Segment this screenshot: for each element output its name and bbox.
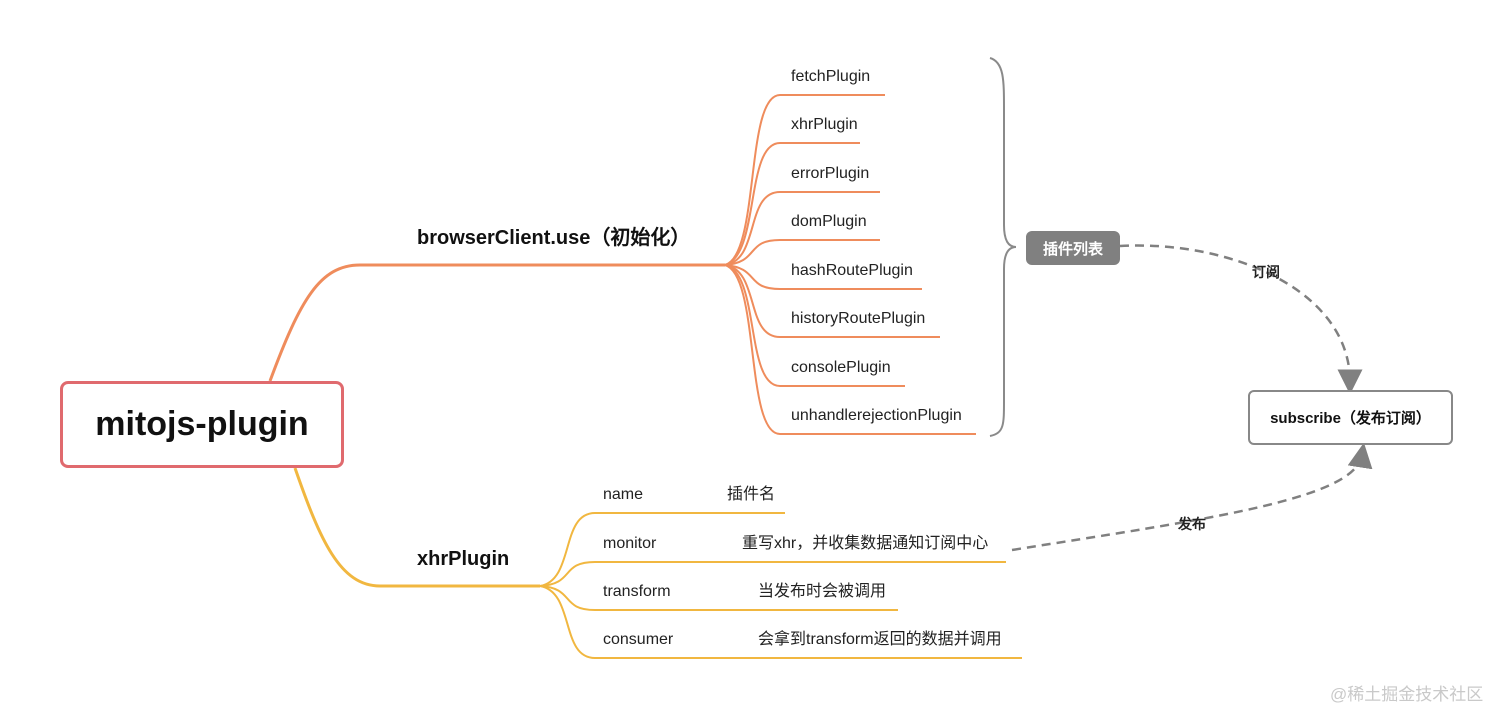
xhr-row-key[interactable]: transform [603, 583, 671, 600]
plugin-item[interactable]: hashRoutePlugin [791, 262, 913, 279]
edge-plugin-error [724, 191, 880, 266]
root-node[interactable]: mitojs-plugin [60, 381, 344, 468]
plugin-list-tag[interactable]: 插件列表 [1026, 231, 1120, 265]
plugin-item[interactable]: xhrPlugin [791, 116, 858, 133]
edge-plugin-dom [724, 239, 880, 266]
xhr-row-desc: 当发布时会被调用 [758, 583, 887, 600]
branch-init-label[interactable]: browserClient.use（初始化） [417, 227, 691, 249]
subscribe-edge-label: 订阅 [1252, 264, 1280, 280]
edges-xhr-rows [539, 512, 1022, 659]
subscribe-label: subscribe（发布订阅） [1270, 410, 1431, 427]
edge-row-monitor [539, 561, 1006, 587]
subscribe-node[interactable]: subscribe（发布订阅） [1248, 390, 1453, 445]
edge-plugin-unhandle [724, 264, 976, 435]
publish-edge-label: 发布 [1178, 516, 1206, 532]
xhr-row-desc: 会拿到transform返回的数据并调用 [758, 631, 1002, 648]
edge-root-xhr [293, 467, 540, 588]
xhr-row-desc: 插件名 [727, 486, 776, 503]
edge-plugin-console [724, 264, 905, 387]
branch-xhr-label[interactable]: xhrPlugin [417, 548, 510, 570]
edge-plugin-historyroute [724, 264, 940, 338]
edge-plugin-xhr [724, 142, 860, 266]
xhr-row-key[interactable]: name [603, 486, 644, 503]
edge-row-name [539, 512, 785, 587]
plugin-item[interactable]: historyRoutePlugin [791, 310, 926, 327]
xhr-row-key[interactable]: consumer [603, 631, 674, 648]
edge-publish [1011, 442, 1373, 552]
xhr-row-desc: 重写xhr，并收集数据通知订阅中心 [742, 535, 989, 552]
plugin-item[interactable]: consolePlugin [791, 359, 891, 376]
root-label: mitojs-plugin [95, 405, 309, 443]
edge-row-transform [539, 585, 898, 611]
xhr-row-key[interactable]: monitor [603, 535, 657, 552]
plugin-item[interactable]: domPlugin [791, 213, 867, 230]
plugin-item[interactable]: fetchPlugin [791, 68, 871, 85]
edges-init-plugins [724, 94, 976, 435]
edge-plugin-fetch [724, 94, 885, 266]
edge-subscribe [1119, 244, 1363, 395]
edge-row-consumer [539, 585, 1022, 659]
edge-root-init [268, 263, 725, 382]
watermark: @稀土掘金技术社区 [1330, 685, 1484, 704]
plugin-item[interactable]: errorPlugin [791, 165, 870, 182]
plugin-item[interactable]: unhandlerejectionPlugin [791, 407, 962, 424]
edge-plugin-hashroute [724, 264, 922, 290]
plugin-brace [989, 57, 1017, 437]
